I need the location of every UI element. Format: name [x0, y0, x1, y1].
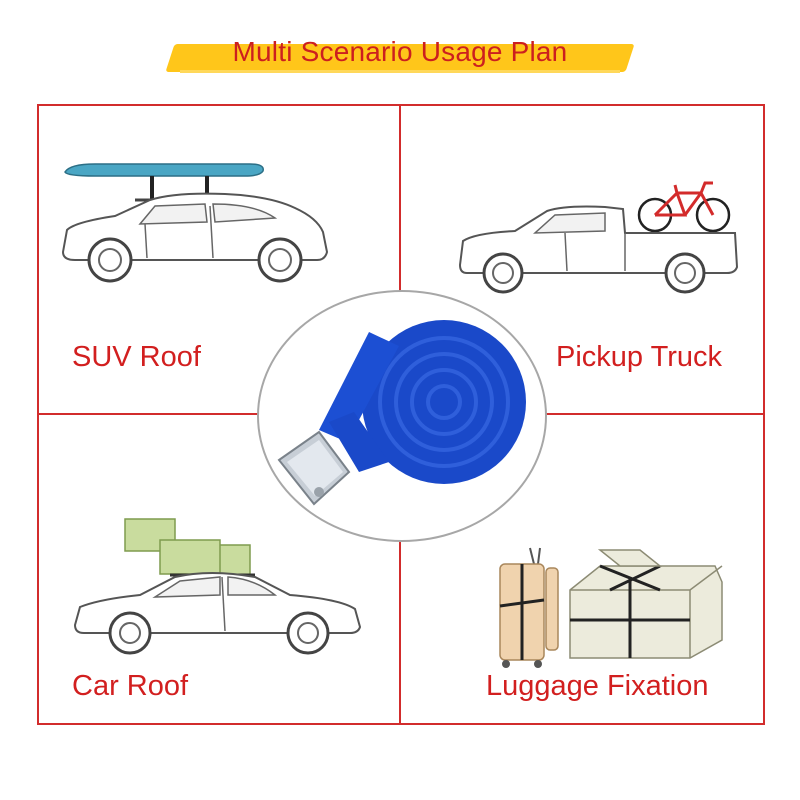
car-with-roof-boxes-icon	[73, 518, 362, 655]
scenario-label-suv-roof: SUV Roof	[72, 341, 201, 373]
scenario-label-luggage-fixation: Luggage Fixation	[486, 670, 709, 702]
page-title: Multi Scenario Usage Plan	[232, 36, 568, 67]
title-underline	[180, 70, 620, 73]
strapped-luggage-icon	[499, 547, 723, 668]
scenario-label-pickup-truck: Pickup Truck	[556, 341, 722, 373]
title-banner: Multi Scenario Usage Plan	[165, 30, 635, 80]
scenario-label-car-roof: Car Roof	[72, 670, 189, 702]
blue-cam-buckle-strap-icon	[277, 320, 526, 506]
product-circle	[257, 290, 547, 542]
pickup-truck-with-bicycle-icon	[458, 181, 739, 294]
suv-with-paddleboard-icon	[61, 163, 329, 283]
